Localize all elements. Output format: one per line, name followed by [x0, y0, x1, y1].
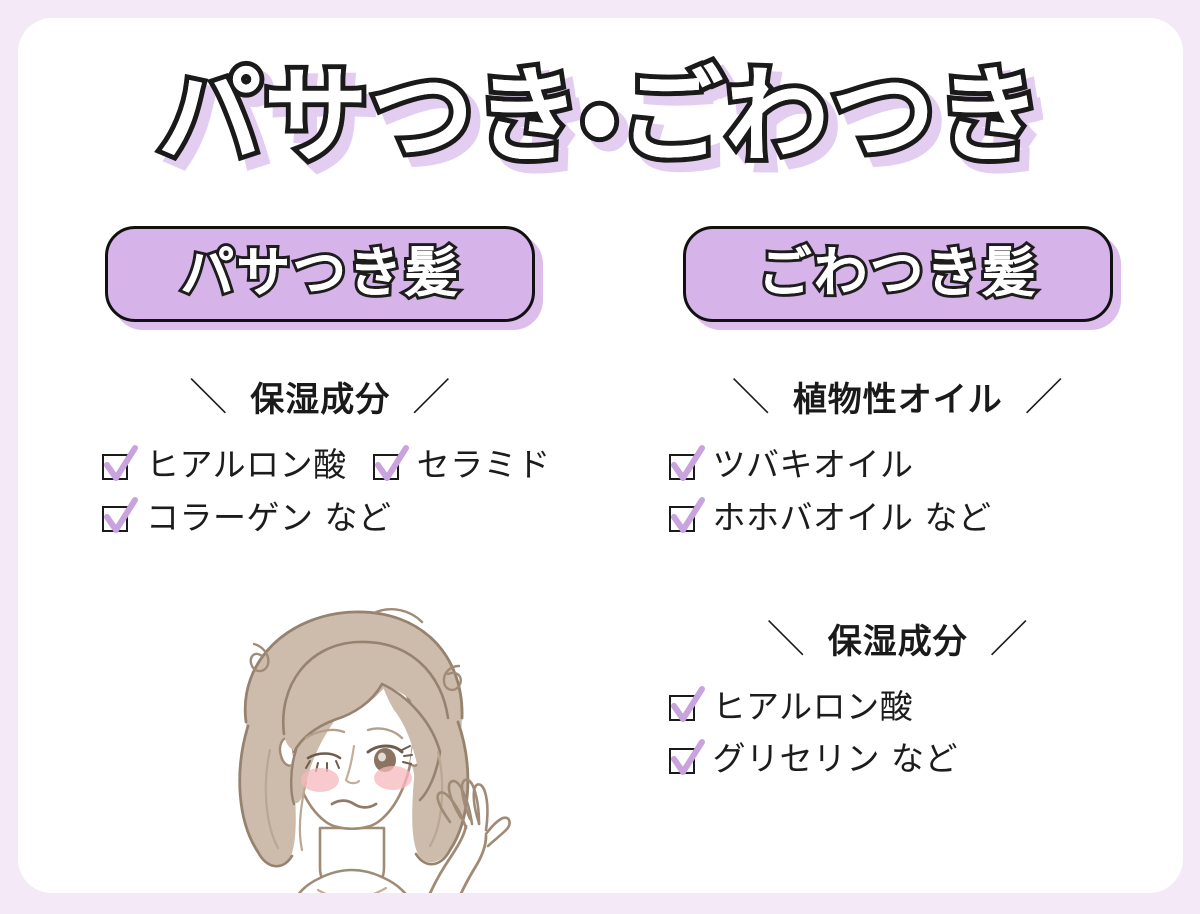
- slash-right-icon: ／: [1024, 374, 1064, 419]
- column-gowatsuki: ごわつき髪 ごわつき髪 ＼ 植物性オイル ／: [601, 226, 1184, 886]
- pill-heading-pasatsuki: パサつき髪 パサつき髪: [105, 226, 536, 323]
- list-item-label: ツバキオイル: [712, 445, 914, 485]
- pill-label-stroke: ごわつき髪: [755, 239, 1039, 305]
- list-item[interactable]: グリセリン など: [668, 738, 959, 779]
- page-title: パサつき・ごわつき パサつき・ごわつき パサつき・ごわつき: [18, 55, 1183, 185]
- checklist-hoshitsu-right: ヒアルロン酸 グリセリン など: [613, 686, 1184, 779]
- checkbox-checked-icon[interactable]: [668, 444, 705, 481]
- list-item[interactable]: ヒアルロン酸: [668, 686, 914, 727]
- list-item-label: コラーゲン など: [146, 497, 392, 537]
- content-card: パサつき・ごわつき パサつき・ごわつき パサつき・ごわつき パサつき髪 パサつき…: [18, 18, 1183, 893]
- slash-right-icon: ／: [412, 374, 452, 419]
- pill-heading-gowatsuki: ごわつき髪 ごわつき髪: [682, 226, 1113, 323]
- pill-label-fill: ごわつき髪: [757, 241, 1038, 304]
- section-heading-oil: ＼ 植物性オイル ／: [613, 372, 1184, 421]
- checkbox-checked-icon[interactable]: [372, 444, 409, 481]
- pill-heading-gowatsuki-text: ごわつき髪 ごわつき髪: [755, 239, 1039, 305]
- page-title-shadow: パサつき・ごわつき: [161, 64, 1055, 186]
- pill-heading-pasatsuki-text: パサつき髪 パサつき髪: [177, 239, 461, 305]
- checklist-row: グリセリン など: [668, 738, 1184, 779]
- page-title-text: パサつき・ごわつき パサつき・ごわつき パサつき・ごわつき: [153, 55, 1056, 185]
- section-heading-hoshitsu-right: ＼ 保湿成分 ／: [613, 614, 1184, 663]
- pill-label-stroke: パサつき髪: [177, 239, 461, 305]
- checklist-row: ヒアルロン酸: [668, 686, 1184, 727]
- pill-row-right: ごわつき髪 ごわつき髪: [613, 226, 1184, 323]
- checkbox-checked-icon[interactable]: [102, 444, 138, 481]
- list-item-label: グリセリン など: [712, 739, 958, 779]
- slash-left-icon: ＼: [189, 374, 229, 419]
- page-title-fill: パサつき・ごわつき: [157, 55, 1044, 177]
- checklist-hoshitsu-left: ヒアルロン酸 セラミド: [40, 444, 601, 537]
- list-item[interactable]: セラミド: [372, 444, 551, 485]
- slash-left-icon: ＼: [766, 616, 806, 661]
- checkbox-checked-icon[interactable]: [668, 686, 705, 723]
- list-item[interactable]: ホホバオイル など: [668, 496, 992, 537]
- pill-row-left: パサつき髪 パサつき髪: [40, 226, 601, 323]
- list-item[interactable]: ヒアルロン酸: [102, 444, 347, 485]
- checklist-row: コラーゲン など: [102, 496, 601, 537]
- checkbox-checked-icon[interactable]: [668, 738, 705, 775]
- list-item-label: ヒアルロン酸: [712, 687, 914, 727]
- list-item-label: セラミド: [416, 445, 551, 485]
- comparison-columns: パサつき髪 パサつき髪 ＼ 保湿成分 ／: [18, 226, 1183, 886]
- column-pasatsuki: パサつき髪 パサつき髪 ＼ 保湿成分 ／: [18, 226, 601, 886]
- section-heading-label: 保湿成分: [250, 380, 391, 421]
- list-item-label: ヒアルロン酸: [146, 445, 347, 485]
- slash-left-icon: ＼: [731, 374, 771, 419]
- list-item-label: ホホバオイル など: [712, 497, 992, 537]
- checklist-oil: ツバキオイル ホホバオイル など: [613, 444, 1184, 537]
- pill-label-fill: パサつき髪: [180, 241, 461, 304]
- list-item[interactable]: コラーゲン など: [102, 496, 392, 537]
- checklist-row: ツバキオイル: [668, 444, 1184, 485]
- checklist-row: ホホバオイル など: [668, 496, 1184, 537]
- section-heading-label: 保湿成分: [827, 622, 968, 663]
- checkbox-checked-icon[interactable]: [102, 496, 138, 533]
- section-heading-hoshitsu-left: ＼ 保湿成分 ／: [40, 372, 601, 421]
- list-item[interactable]: ツバキオイル: [668, 444, 914, 485]
- slash-right-icon: ／: [989, 616, 1029, 661]
- section-heading-label: 植物性オイル: [792, 380, 1003, 421]
- checklist-row: ヒアルロン酸 セラミド: [102, 444, 601, 485]
- page-title-stroke: パサつき・ごわつき: [153, 55, 1046, 177]
- checkbox-checked-icon[interactable]: [668, 496, 705, 533]
